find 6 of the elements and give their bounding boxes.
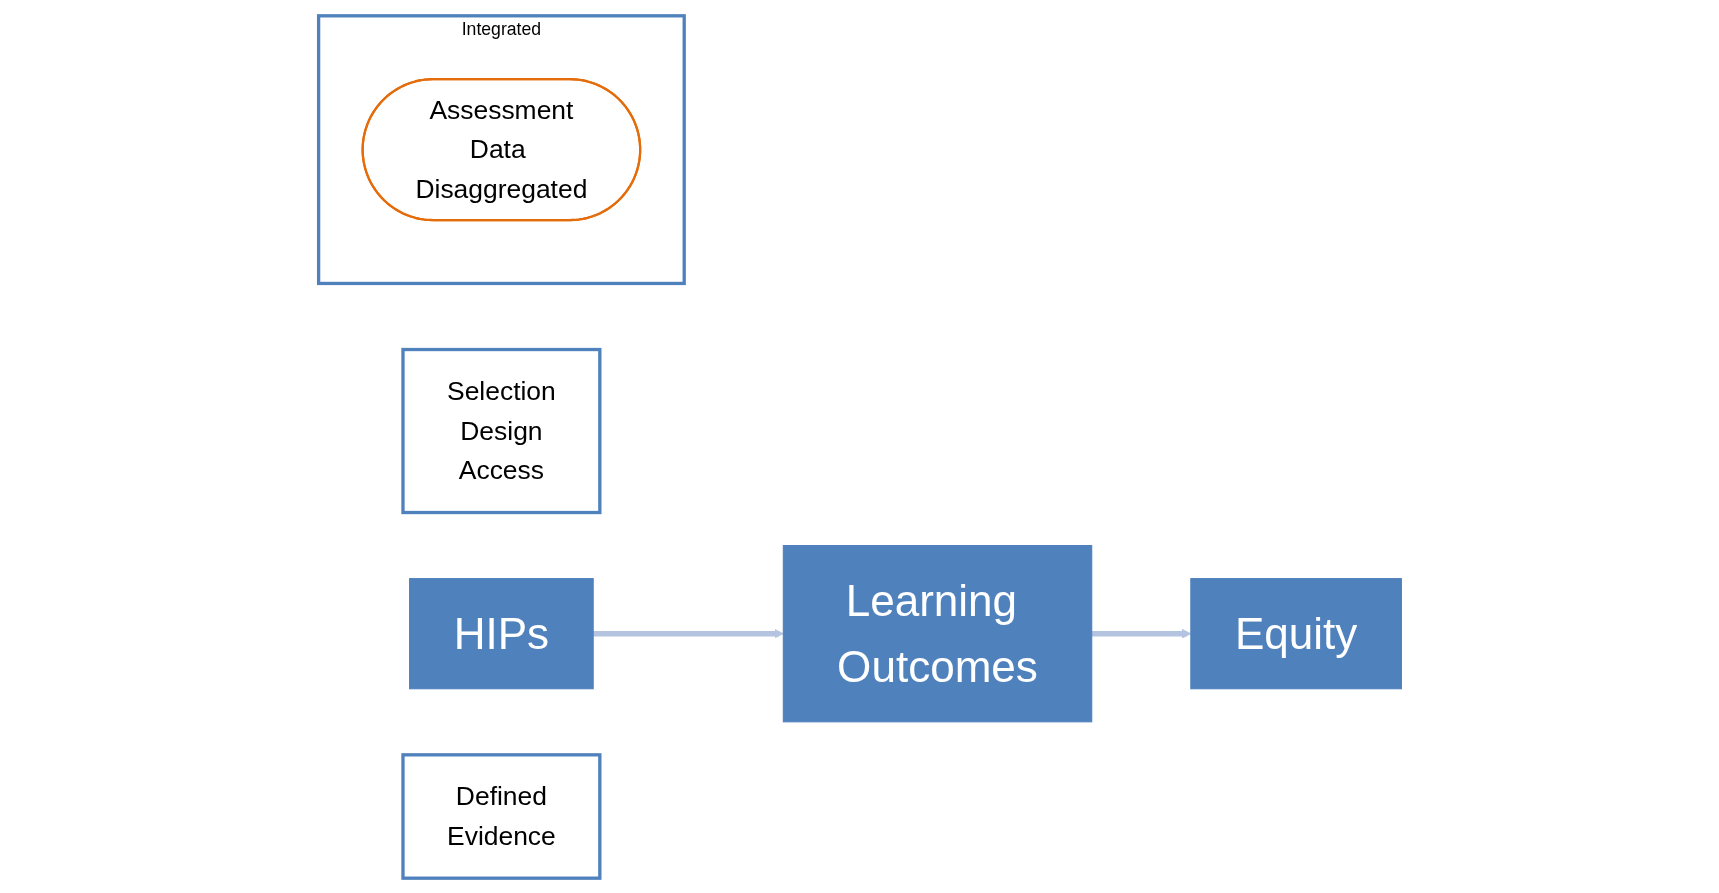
node-box: Learning Outcomes	[782, 544, 1092, 722]
node-box: Equity	[1189, 577, 1402, 689]
arrow	[1091, 628, 1191, 639]
node-box: HIPs	[408, 577, 594, 689]
node-box: Defined Evidence	[400, 752, 601, 880]
node-box: Selection Design Access	[400, 347, 601, 514]
